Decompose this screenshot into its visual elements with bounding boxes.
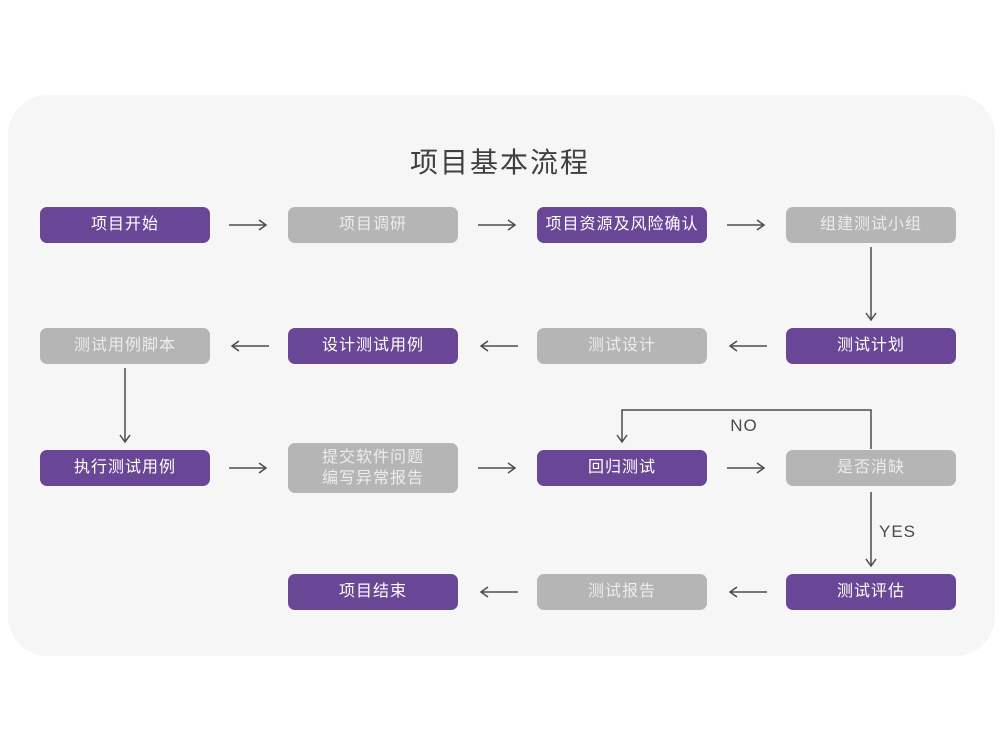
flow-node-test-report: 测试报告	[537, 574, 707, 610]
branch-label-yes: YES	[879, 522, 917, 541]
flow-node-submit-issues: 提交软件问题 编写异常报告	[288, 443, 458, 493]
flow-node-defect-cleared: 是否消缺	[786, 450, 956, 486]
flow-node-test-case-script: 测试用例脚本	[40, 328, 210, 364]
flow-node-project-start: 项目开始	[40, 207, 210, 243]
branch-label-no: NO	[730, 416, 758, 435]
diagram-title: 项目基本流程	[409, 147, 590, 178]
flow-node-test-plan: 测试计划	[786, 328, 956, 364]
flow-node-design-test-cases: 设计测试用例	[288, 328, 458, 364]
flow-node-test-evaluation: 测试评估	[786, 574, 956, 610]
flow-node-project-end: 项目结束	[288, 574, 458, 610]
flowchart-card-background	[8, 95, 995, 656]
flow-node-test-design: 测试设计	[537, 328, 707, 364]
flow-node-regression-test: 回归测试	[537, 450, 707, 486]
flow-node-submit-issues-line1: 提交软件问题	[321, 449, 424, 466]
flow-node-resources-risk: 项目资源及风险确认	[537, 207, 707, 243]
flow-node-build-test-team: 组建测试小组	[786, 207, 956, 243]
flow-node-submit-issues-line2: 编写异常报告	[321, 470, 424, 487]
flow-node-execute-test-cases: 执行测试用例	[40, 450, 210, 486]
flow-node-project-research: 项目调研	[288, 207, 458, 243]
